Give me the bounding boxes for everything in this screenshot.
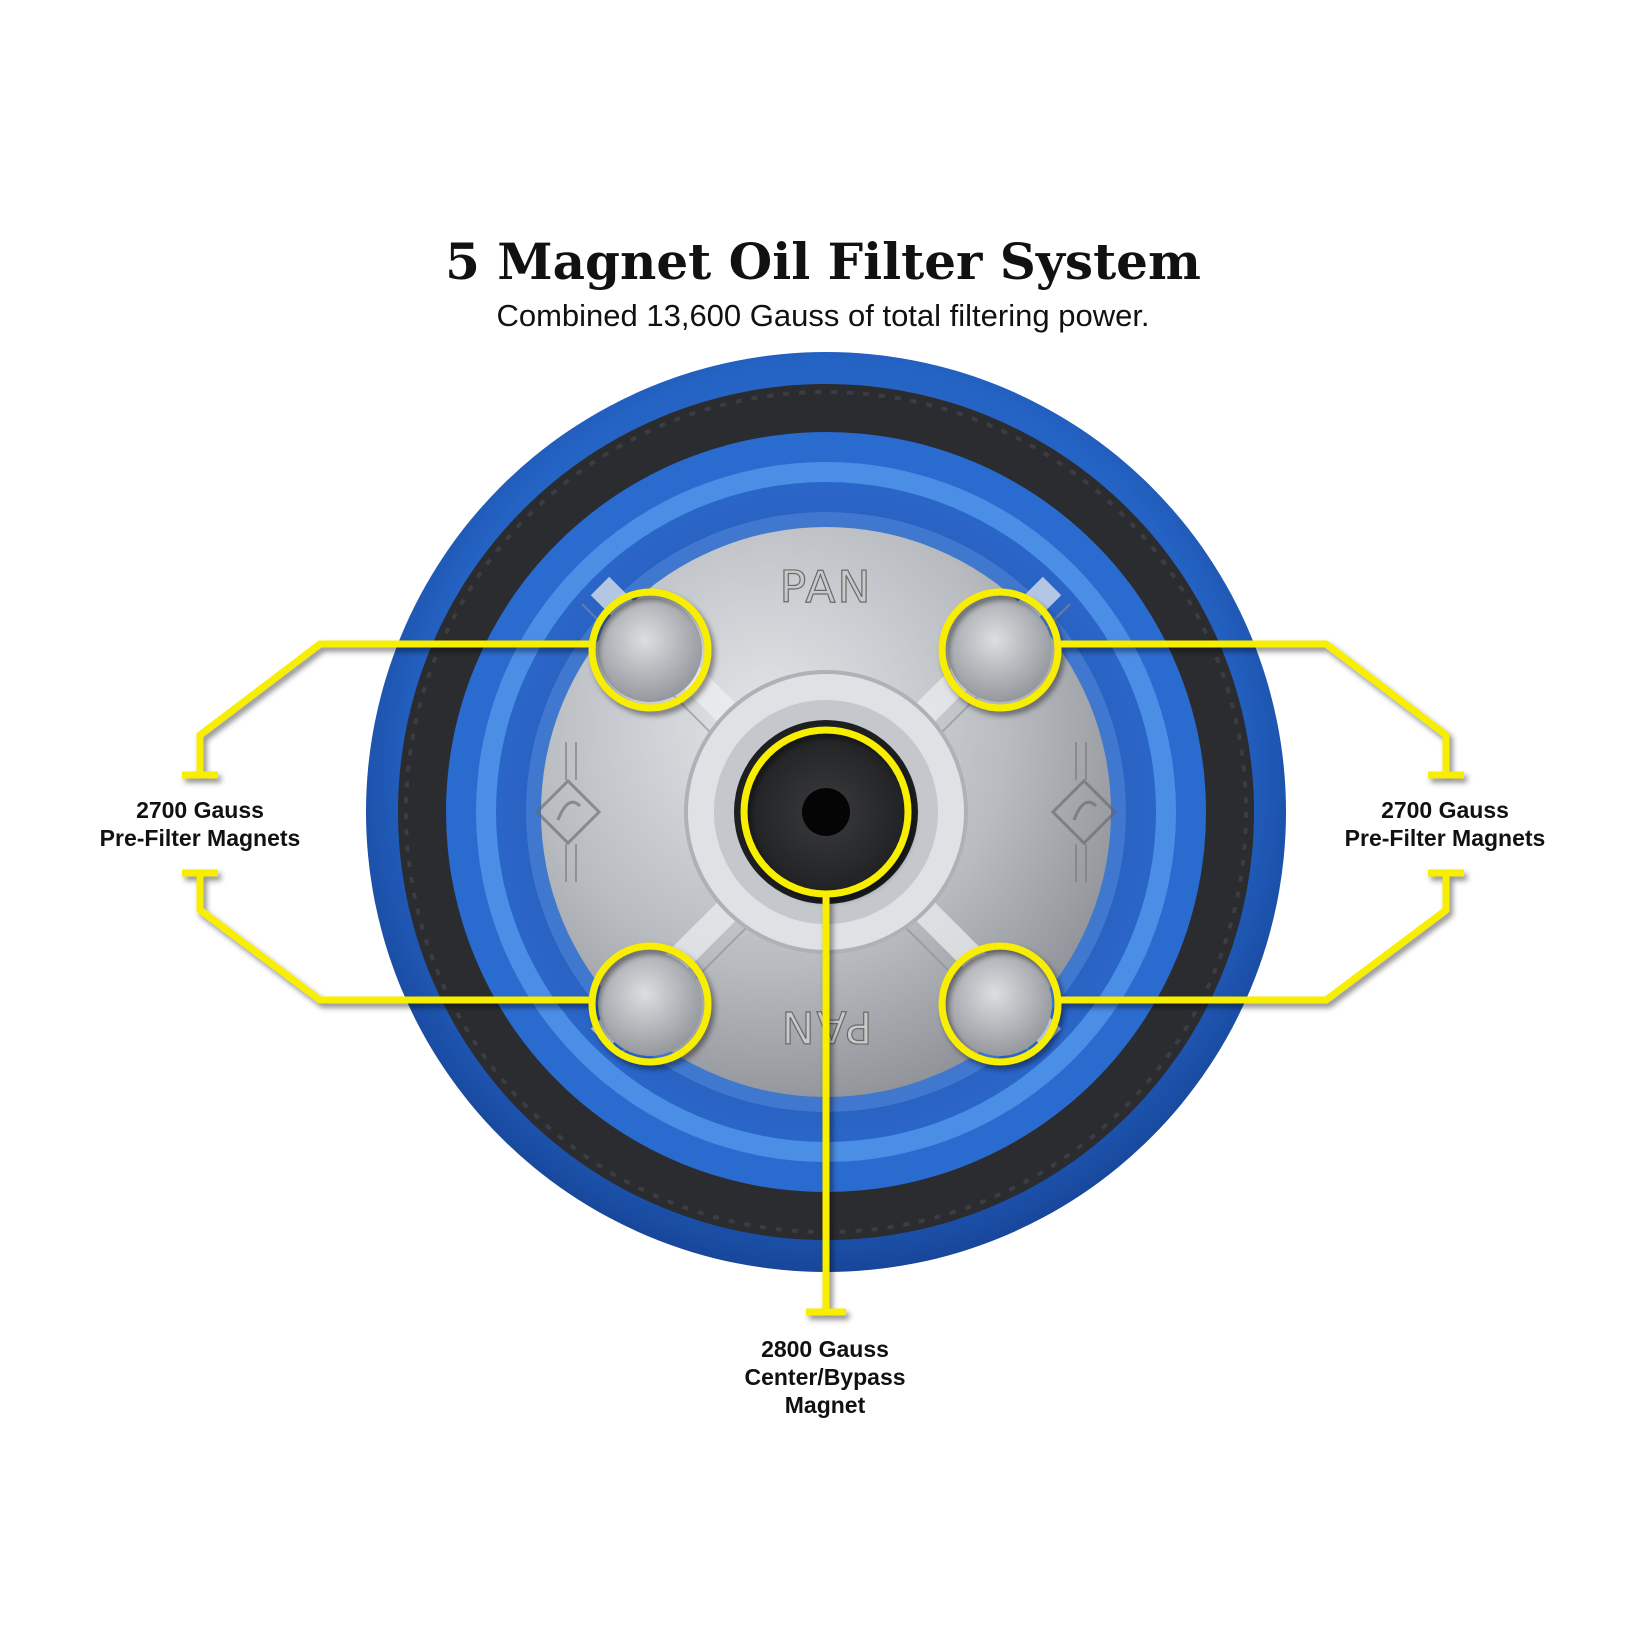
wing-logo-right-icon: [1050, 742, 1118, 882]
callout-ring-bottom-left: [588, 942, 712, 1066]
label-bottom-desc: Center/Bypass: [744, 1364, 906, 1390]
page-title: 5 Magnet Oil Filter System: [445, 232, 1201, 291]
label-right-gauss: 2700 Gauss: [1381, 797, 1509, 823]
label-bottom-gauss: 2800 Gauss: [761, 1336, 889, 1362]
pan-marking-top: PAN: [780, 562, 873, 613]
label-left-desc: Pre-Filter Magnets: [99, 825, 301, 851]
label-left-gauss: 2700 Gauss: [136, 797, 264, 823]
label-right-desc: Pre-Filter Magnets: [1344, 825, 1546, 851]
wing-logo-left-icon: [534, 742, 602, 882]
bypass-hole: [802, 788, 850, 836]
callout-lines: [182, 588, 1464, 1316]
callout-line-right-lower: [1058, 876, 1450, 1004]
label-right-prefilter: 2700 Gauss Pre-Filter Magnets: [1305, 796, 1585, 852]
label-bottom-desc-2: Magnet: [784, 1392, 866, 1418]
callout-line-right-upper: [1058, 640, 1450, 772]
label-left-prefilter: 2700 Gauss Pre-Filter Magnets: [60, 796, 340, 852]
label-bottom-center-magnet: 2800 Gauss Center/Bypass Magnet: [700, 1335, 950, 1419]
page-subtitle: Combined 13,600 Gauss of total filtering…: [496, 298, 1150, 333]
pre-filter-magnet: [598, 598, 1052, 1056]
callout-ring-bottom-right: [938, 942, 1062, 1066]
callout-ring-top-left: [588, 588, 712, 712]
callout-ring-top-right: [938, 588, 1062, 712]
callout-line-left-lower: [196, 876, 592, 1004]
callout-line-left-upper: [196, 640, 592, 772]
